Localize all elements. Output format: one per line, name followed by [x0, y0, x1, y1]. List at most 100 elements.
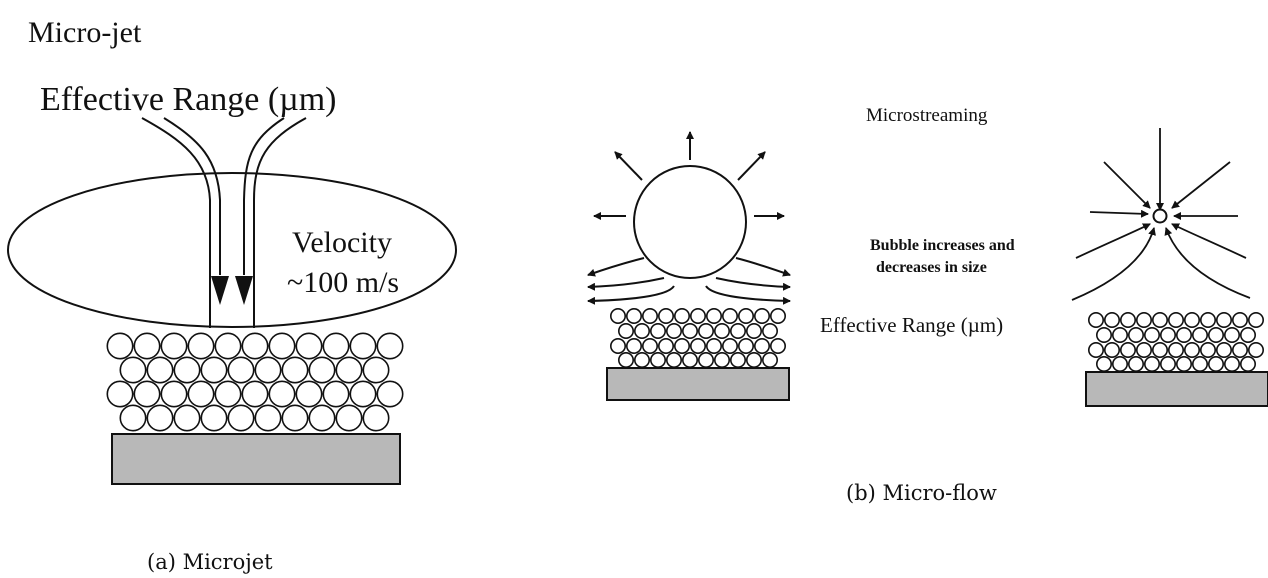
particle — [1160, 326, 1177, 343]
particle — [769, 307, 786, 324]
particle — [1208, 355, 1225, 372]
particle — [1216, 341, 1233, 358]
particle — [362, 404, 390, 432]
particle — [1112, 355, 1129, 372]
microjet-velocity-label: Velocity — [292, 226, 392, 259]
particle — [1208, 326, 1225, 343]
particle — [160, 332, 188, 360]
particle — [1224, 355, 1241, 372]
particle — [753, 337, 770, 354]
particle — [1240, 355, 1257, 372]
microflow-right-particle-layer — [1088, 311, 1265, 372]
particle — [1240, 326, 1257, 343]
particle — [227, 356, 255, 384]
particle — [617, 322, 634, 339]
particle — [1144, 326, 1161, 343]
particle — [729, 351, 746, 368]
outward-flow-arrows — [587, 131, 791, 305]
particle — [753, 307, 770, 324]
particle — [1200, 311, 1217, 328]
particle — [187, 332, 215, 360]
particle — [625, 337, 642, 354]
particle — [349, 332, 377, 360]
particle — [1176, 326, 1193, 343]
particle — [335, 356, 363, 384]
particle — [713, 351, 730, 368]
microstreaming-label: Microstreaming — [866, 105, 988, 126]
particle — [295, 380, 323, 408]
particle — [633, 351, 650, 368]
particle — [1136, 341, 1153, 358]
particle — [241, 380, 269, 408]
particle — [1120, 341, 1137, 358]
panel-b-microflow: Microstreaming Bubble increases and decr… — [587, 105, 1268, 505]
particle — [1096, 355, 1113, 372]
particle — [713, 322, 730, 339]
particle — [1232, 341, 1249, 358]
inward-flow-lines — [1071, 128, 1251, 301]
particle — [1248, 311, 1265, 328]
particle — [119, 404, 147, 432]
particle — [649, 351, 666, 368]
particle — [106, 380, 134, 408]
particle — [200, 356, 228, 384]
particle — [697, 322, 714, 339]
particle — [705, 337, 722, 354]
particle — [1152, 341, 1169, 358]
particle — [641, 307, 658, 324]
particle — [308, 356, 336, 384]
particle — [146, 404, 174, 432]
particle — [1224, 326, 1241, 343]
particle — [609, 307, 626, 324]
microjet-velocity-value: ~100 m/s — [287, 266, 399, 299]
particle — [1088, 311, 1105, 328]
particle — [1152, 311, 1169, 328]
particle — [1192, 355, 1209, 372]
particle — [173, 404, 201, 432]
collapsing-bubble-ellipse — [7, 172, 457, 328]
particle — [227, 404, 255, 432]
particle — [119, 356, 147, 384]
particle — [1104, 341, 1121, 358]
particle — [1232, 311, 1249, 328]
particle — [1248, 341, 1265, 358]
particle — [268, 332, 296, 360]
particle — [665, 322, 682, 339]
panel-a-microjet: Micro-jet Effective Range (µm) Velocity … — [7, 16, 457, 574]
microjet-surface — [111, 433, 401, 485]
particle — [617, 351, 634, 368]
particle — [633, 322, 650, 339]
particle — [1136, 311, 1153, 328]
particle — [281, 404, 309, 432]
particle — [1128, 355, 1145, 372]
particle — [241, 332, 269, 360]
particle — [681, 322, 698, 339]
oscillating-bubble — [1152, 208, 1168, 224]
particle — [1168, 341, 1185, 358]
particle — [657, 337, 674, 354]
particle — [1168, 311, 1185, 328]
particle — [673, 307, 690, 324]
particle — [200, 404, 228, 432]
particle — [1216, 311, 1233, 328]
microjet-effective-range-label: Effective Range (µm) — [40, 81, 337, 118]
particle — [745, 322, 762, 339]
particle — [214, 332, 242, 360]
particle — [721, 337, 738, 354]
particle — [761, 322, 778, 339]
particle — [673, 337, 690, 354]
microjet-particle-layer — [106, 332, 404, 432]
bubble-size-label-line1: Bubble increases and — [870, 237, 1015, 254]
expanding-bubble — [633, 165, 747, 279]
particle — [737, 307, 754, 324]
particle — [1088, 341, 1105, 358]
particle — [705, 307, 722, 324]
microflow-left-surface — [606, 367, 790, 401]
particle — [322, 332, 350, 360]
particle — [665, 351, 682, 368]
particle — [295, 332, 323, 360]
particle — [1104, 311, 1121, 328]
particle — [322, 380, 350, 408]
particle — [625, 307, 642, 324]
